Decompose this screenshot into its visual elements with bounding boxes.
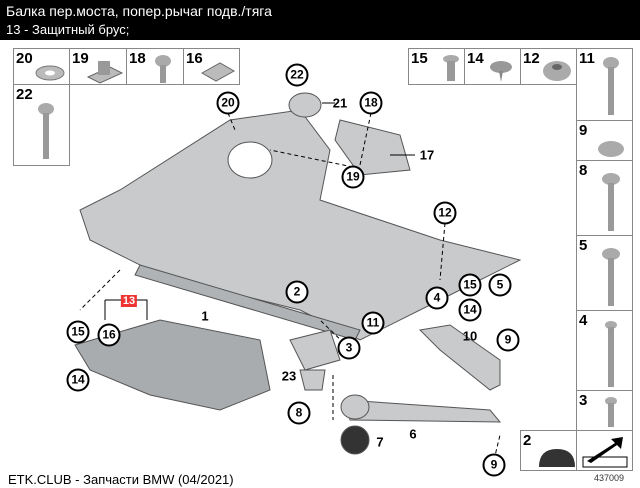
callout-3[interactable]: 3 xyxy=(337,336,361,360)
clip-nut-icon xyxy=(86,61,124,84)
part-cell-22[interactable]: 22 xyxy=(13,84,70,166)
callout-18[interactable]: 18 xyxy=(359,91,383,115)
header: Балка пер.моста, попер.рычаг подв./тяга … xyxy=(0,0,640,40)
screw-icon xyxy=(490,61,512,82)
bolt-icon xyxy=(38,103,54,159)
callout-14[interactable]: 14 xyxy=(66,368,90,392)
part-cell-3[interactable]: 3 xyxy=(576,390,633,431)
rubber-bushing-7 xyxy=(340,425,370,455)
callout-21[interactable]: 21 xyxy=(332,95,348,111)
bracket-17 xyxy=(334,119,411,176)
part-cell-19[interactable]: 19 xyxy=(69,48,127,85)
callout-15[interactable]: 15 xyxy=(66,320,90,344)
bracket-23 xyxy=(299,369,326,391)
rubber-cap-icon xyxy=(539,449,575,467)
arrow-icon xyxy=(582,437,628,468)
callout-6[interactable]: 6 xyxy=(409,426,417,442)
callout-22[interactable]: 22 xyxy=(285,63,309,87)
callout-10[interactable]: 10 xyxy=(462,328,478,344)
callout-11[interactable]: 11 xyxy=(361,311,385,335)
callout-13-selected[interactable]: 13 xyxy=(120,295,138,307)
hex-nut-icon xyxy=(543,61,571,81)
tension-strut-10 xyxy=(418,324,501,391)
part-cell-14[interactable]: 14 xyxy=(464,48,521,85)
part-cell-11[interactable]: 11 xyxy=(576,48,633,121)
callout-12[interactable]: 12 xyxy=(433,201,457,225)
callout-19[interactable]: 19 xyxy=(341,165,365,189)
callout-20[interactable]: 20 xyxy=(216,91,240,115)
diagram-title: Балка пер.моста, попер.рычаг подв./тяга xyxy=(6,3,272,19)
spring-nut-icon xyxy=(200,62,236,82)
bolt-icon xyxy=(603,57,619,115)
callout-5[interactable]: 5 xyxy=(488,273,512,297)
bolt-icon xyxy=(155,55,171,83)
callout-9[interactable]: 9 xyxy=(482,453,506,477)
part-cell-18[interactable]: 18 xyxy=(126,48,184,85)
callout-2[interactable]: 2 xyxy=(285,280,309,304)
part-cell-15[interactable]: 15 xyxy=(408,48,465,85)
front-axle-carrier xyxy=(79,109,522,341)
carrier-opening xyxy=(227,141,273,179)
callout-4[interactable]: 4 xyxy=(425,286,449,310)
navigation-arrow-cell[interactable] xyxy=(576,430,633,471)
part-cell-16[interactable]: 16 xyxy=(183,48,240,85)
part-cell-8[interactable]: 8 xyxy=(576,160,633,236)
part-cell-9[interactable]: 9 xyxy=(576,120,633,161)
callout-23[interactable]: 23 xyxy=(281,368,297,384)
rubber-mount-21 xyxy=(288,92,322,118)
pivot-bracket xyxy=(289,329,341,371)
part-cell-5[interactable]: 5 xyxy=(576,235,633,311)
washer-icon xyxy=(35,65,65,81)
selected-part: 13 - Защитный брус; xyxy=(6,22,130,37)
part-cell-12[interactable]: 12 xyxy=(520,48,577,85)
exploded-diagram xyxy=(74,75,522,461)
bushing xyxy=(340,394,370,420)
callout-7[interactable]: 7 xyxy=(376,434,384,450)
callout-8[interactable]: 8 xyxy=(287,401,311,425)
bolt-icon xyxy=(602,248,620,306)
bolt-icon xyxy=(605,397,617,427)
bolt-icon xyxy=(602,173,620,231)
expansion-rivet-icon xyxy=(443,55,459,81)
bolt-icon xyxy=(605,321,617,387)
hex-nut-icon xyxy=(598,141,624,157)
callout-1[interactable]: 1 xyxy=(201,308,209,324)
protective-plate-13 xyxy=(74,319,271,411)
callout-14[interactable]: 14 xyxy=(458,298,482,322)
diagram-code: 437009 xyxy=(594,473,625,483)
callout-17[interactable]: 17 xyxy=(419,147,435,163)
footer-source: ETK.CLUB - Запчасти BMW (04/2021) xyxy=(8,472,234,487)
callout-16[interactable]: 16 xyxy=(97,323,121,347)
callout-15[interactable]: 15 xyxy=(458,273,482,297)
part-cell-20[interactable]: 20 xyxy=(13,48,70,85)
part-cell-2[interactable]: 2 xyxy=(520,430,577,471)
callout-9[interactable]: 9 xyxy=(496,328,520,352)
part-cell-4[interactable]: 4 xyxy=(576,310,633,391)
